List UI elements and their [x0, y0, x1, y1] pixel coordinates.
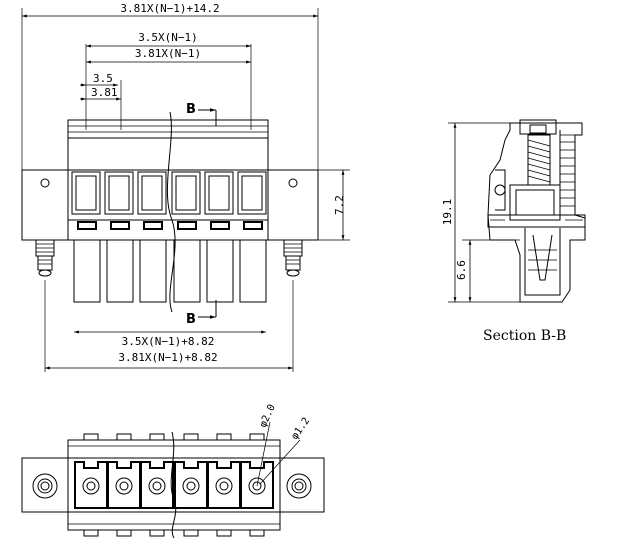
dim-pitch: 3.5X(N−1) 3.81X(N−1): [85, 31, 252, 130]
contact-6: [237, 171, 267, 303]
dim-height-label: 7.2: [333, 195, 346, 215]
dim-pitch-35-label: 3.5X(N−1): [138, 31, 198, 44]
contact-5: [204, 171, 234, 303]
section-marker-top: B: [186, 102, 217, 126]
dim-bottom-381-label: 3.81X(N−1)+8.82: [118, 351, 217, 364]
terminal-1: [74, 461, 108, 509]
terminal-2: [107, 461, 141, 509]
dim-381-label: 3.81: [91, 86, 118, 99]
top-terminals: [74, 461, 274, 509]
top-body: [67, 439, 281, 531]
top-mount-left: [32, 473, 58, 499]
dim-side-total-label: 19.1: [441, 199, 454, 226]
contact-1: [71, 171, 101, 303]
terminal-6: [240, 461, 274, 509]
front-housing: [21, 119, 319, 241]
top-tabs: [83, 433, 265, 537]
dim-hole-small-label: φ1.2: [289, 416, 312, 442]
top-view: φ2.0 φ1.2: [21, 403, 325, 539]
dim-overall-top: 3.81X(N−1)+14.2: [21, 2, 319, 170]
contact-3: [137, 171, 167, 303]
dim-bottom: 3.5X(N−1)+8.82 3.81X(N−1)+8.82: [44, 280, 294, 372]
dim-bottom-35-label: 3.5X(N−1)+8.82: [122, 335, 215, 348]
break-line: [166, 111, 176, 313]
terminal-3: [140, 461, 174, 509]
front-mount-right: [283, 178, 303, 277]
dim-side-lower-label: 6.6: [455, 260, 468, 280]
dim-side-lower: 6.6: [455, 239, 520, 302]
dim-pitch-381-label: 3.81X(N−1): [135, 47, 201, 60]
contact-2: [104, 171, 134, 303]
dim-35-label: 3.5: [93, 72, 113, 85]
top-mount-right: [286, 473, 312, 499]
terminal-4: [174, 461, 208, 509]
dim-hole-large-label: φ2.0: [258, 403, 278, 429]
side-view: 19.1 6.6: [441, 119, 586, 344]
section-marker-bottom-label: B: [186, 312, 196, 327]
top-break-line: [170, 431, 177, 539]
dim-height: 7.2: [318, 169, 350, 241]
front-contacts: [71, 171, 267, 303]
front-view: 3.81X(N−1)+14.2 3.5X(N−1) 3.81X(N−1) 3.5…: [21, 2, 350, 372]
section-marker-top-label: B: [186, 102, 196, 117]
front-mount-left: [35, 178, 55, 277]
dim-single-pitch: 3.5 3.81: [80, 72, 122, 130]
dim-holes: φ2.0 φ1.2: [256, 403, 312, 487]
dim-overall-top-label: 3.81X(N−1)+14.2: [120, 2, 219, 15]
contact-4: [171, 171, 201, 303]
terminal-5: [207, 461, 241, 509]
section-marker-bottom: B: [186, 300, 217, 327]
side-body: [487, 119, 586, 303]
section-caption: Section B-B: [483, 328, 566, 344]
